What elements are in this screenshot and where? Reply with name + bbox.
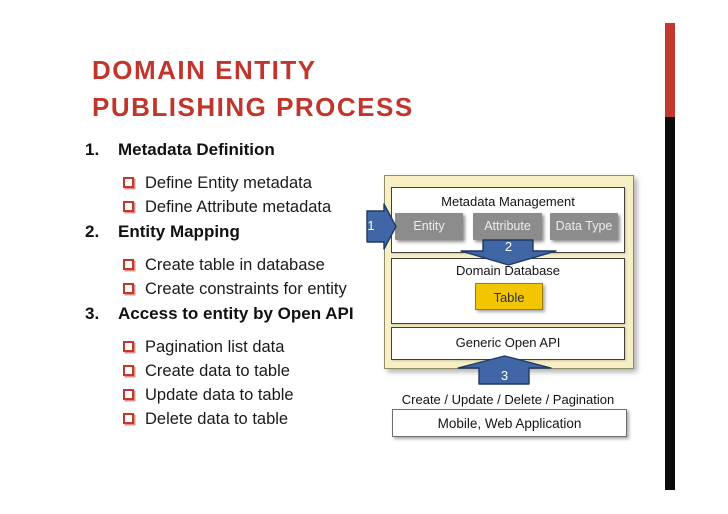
list-item-label: Define Attribute metadata <box>145 198 332 216</box>
accent-bar-black <box>665 117 675 490</box>
page-title: DOMAIN ENTITY PUBLISHING PROCESS <box>92 52 572 126</box>
outline-heading-label: Access to entity by Open API <box>118 304 354 323</box>
outline-number: 1. <box>85 140 100 159</box>
api-operations-caption: Create / Update / Delete / Pagination <box>401 392 615 407</box>
list-item-label: Update data to table <box>145 386 294 404</box>
data-type-button: Data Type <box>550 213 618 240</box>
checkbox-bullet-icon <box>123 341 134 352</box>
list-item: Update data to table <box>123 383 390 407</box>
checkbox-bullet-icon <box>123 201 134 212</box>
list-item: Create table in database <box>123 253 390 277</box>
checkbox-bullet-icon <box>123 283 134 294</box>
list-item: Delete data to table <box>123 407 390 431</box>
outline-heading-3: 3. Access to entity by Open API <box>85 303 390 324</box>
list-item: Define Attribute metadata <box>123 195 390 219</box>
outline-number: 3. <box>85 304 100 323</box>
page-title-line1: DOMAIN ENTITY <box>92 55 317 85</box>
checkbox-bullet-icon <box>123 413 134 424</box>
step-1-arrow-right-icon: 1 <box>366 203 397 250</box>
outline-number: 2. <box>85 222 100 241</box>
list-item: Define Entity metadata <box>123 171 390 195</box>
list-item-label: Create data to table <box>145 362 290 380</box>
table-button: Table <box>475 283 543 310</box>
outline-heading-label: Metadata Definition <box>118 140 275 159</box>
attribute-button: Attribute <box>473 213 542 240</box>
page-title-line2: PUBLISHING PROCESS <box>92 92 414 122</box>
step-1-number: 1 <box>367 218 375 233</box>
checkbox-bullet-icon <box>123 389 134 400</box>
list-item-label: Create constraints for entity <box>145 280 347 298</box>
outline-list: 1. Metadata Definition Define Entity met… <box>85 137 390 431</box>
list-item: Create data to table <box>123 359 390 383</box>
outline-heading-2: 2. Entity Mapping <box>85 221 390 242</box>
accent-bar-red <box>665 23 675 117</box>
checkbox-bullet-icon <box>123 259 134 270</box>
outline-heading-label: Entity Mapping <box>118 222 240 241</box>
step-2-arrow-down-icon: 2 <box>460 239 557 266</box>
list-item: Pagination list data <box>123 335 390 359</box>
list-item-label: Pagination list data <box>145 338 285 356</box>
step-2-number: 2 <box>504 239 513 254</box>
step-3-arrow-up-icon: 3 <box>457 355 552 385</box>
metadata-management-title: Metadata Management <box>441 194 575 209</box>
checkbox-bullet-icon <box>123 365 134 376</box>
checkbox-bullet-icon <box>123 177 134 188</box>
domain-database-title: Domain Database <box>455 263 561 278</box>
entity-button: Entity <box>395 213 463 240</box>
mobile-web-application-box: Mobile, Web Application <box>392 409 627 437</box>
list-item-label: Define Entity metadata <box>145 174 312 192</box>
list-item-label: Create table in database <box>145 256 325 274</box>
outline-heading-1: 1. Metadata Definition <box>85 139 390 160</box>
list-item: Create constraints for entity <box>123 277 390 301</box>
step-3-number: 3 <box>500 368 509 383</box>
list-item-label: Delete data to table <box>145 410 289 428</box>
